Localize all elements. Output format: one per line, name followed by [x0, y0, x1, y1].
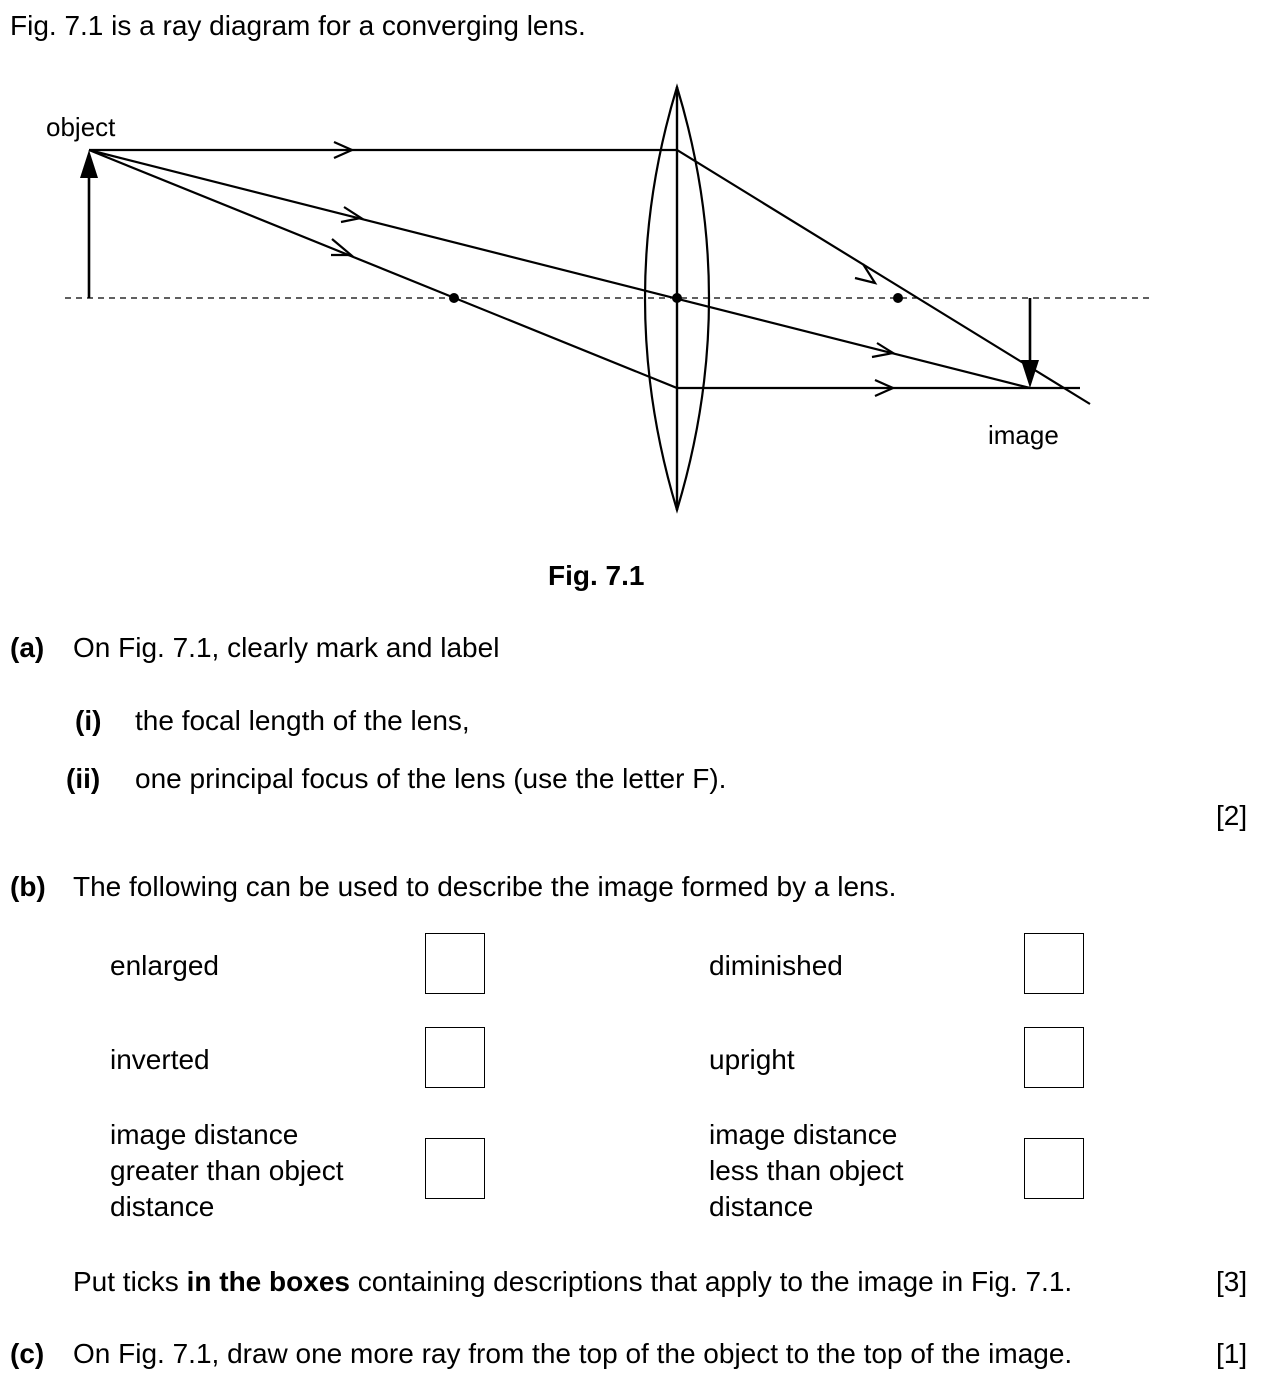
part-a-marks: [2]: [1216, 800, 1248, 831]
image-label: image: [988, 420, 1059, 450]
ray-direction-chevron: [854, 263, 878, 285]
option-inverted-label: inverted: [110, 1042, 210, 1078]
focus-dot-right: [893, 293, 903, 303]
option-line: enlarged: [110, 950, 219, 981]
tick-box-inverted[interactable]: [425, 1027, 485, 1088]
image-arrowhead: [1021, 360, 1039, 388]
ray-direction-chevron: [331, 238, 355, 257]
part-a-ii-text: one principal focus of the lens (use the…: [135, 763, 727, 794]
object-label: object: [46, 112, 116, 142]
option-line: less than object: [709, 1155, 904, 1186]
tick-box-upright[interactable]: [1024, 1027, 1084, 1088]
tick-box-image-distance-less[interactable]: [1024, 1138, 1084, 1199]
part-b-marks: [3]: [1216, 1266, 1248, 1297]
ray-direction-chevron: [874, 378, 896, 398]
option-image-distance-greater-label: image distance greater than object dista…: [110, 1117, 344, 1225]
ray-diagram: [65, 83, 1150, 514]
part-c-marks: [1]: [1216, 1338, 1248, 1369]
instruction-bold: in the boxes: [186, 1266, 350, 1297]
option-diminished-label: diminished: [709, 948, 843, 984]
instruction-pre: Put ticks: [73, 1266, 187, 1297]
ray-direction-chevron: [871, 342, 896, 359]
ray-through-centre: [88, 148, 1031, 390]
optical-centre-dot: [672, 293, 682, 303]
tick-box-image-distance-greater[interactable]: [425, 1138, 485, 1199]
part-c-label: (c): [10, 1338, 45, 1369]
option-enlarged-label: enlarged: [110, 948, 219, 984]
tick-box-enlarged[interactable]: [425, 933, 485, 994]
option-line: distance: [709, 1191, 814, 1222]
option-line: greater than object: [110, 1155, 344, 1186]
part-a-text: On Fig. 7.1, clearly mark and label: [73, 632, 500, 663]
part-b-label: (b): [10, 871, 46, 902]
option-line: upright: [709, 1044, 795, 1075]
part-b-text: The following can be used to describe th…: [73, 871, 897, 902]
intro-text: Fig. 7.1 is a ray diagram for a convergi…: [10, 10, 586, 41]
option-line: inverted: [110, 1044, 210, 1075]
figure-caption: Fig. 7.1: [548, 560, 645, 591]
part-b-instruction: Put ticks in the boxes containing descri…: [73, 1268, 1072, 1296]
object-arrowhead: [80, 150, 98, 178]
instruction-post: containing descriptions that apply to th…: [349, 1266, 1073, 1297]
part-a-ii-label: (ii): [66, 763, 101, 794]
part-a-i-text: the focal length of the lens,: [135, 705, 470, 736]
part-a-i-label: (i): [75, 705, 102, 736]
tick-box-diminished[interactable]: [1024, 933, 1084, 994]
ray-direction-chevron: [333, 140, 355, 160]
ray-through-focus: [88, 148, 1080, 390]
option-line: image distance: [709, 1119, 898, 1150]
part-c-text: On Fig. 7.1, draw one more ray from the …: [73, 1338, 1073, 1369]
ray-direction-chevron: [340, 206, 364, 224]
option-upright-label: upright: [709, 1042, 795, 1078]
option-line: image distance: [110, 1119, 299, 1150]
focus-dot-left: [449, 293, 459, 303]
option-line: diminished: [709, 950, 843, 981]
part-a-label: (a): [10, 632, 45, 663]
option-image-distance-less-label: image distance less than object distance: [709, 1117, 904, 1225]
ray-parallel: [89, 148, 1091, 405]
option-line: distance: [110, 1191, 215, 1222]
